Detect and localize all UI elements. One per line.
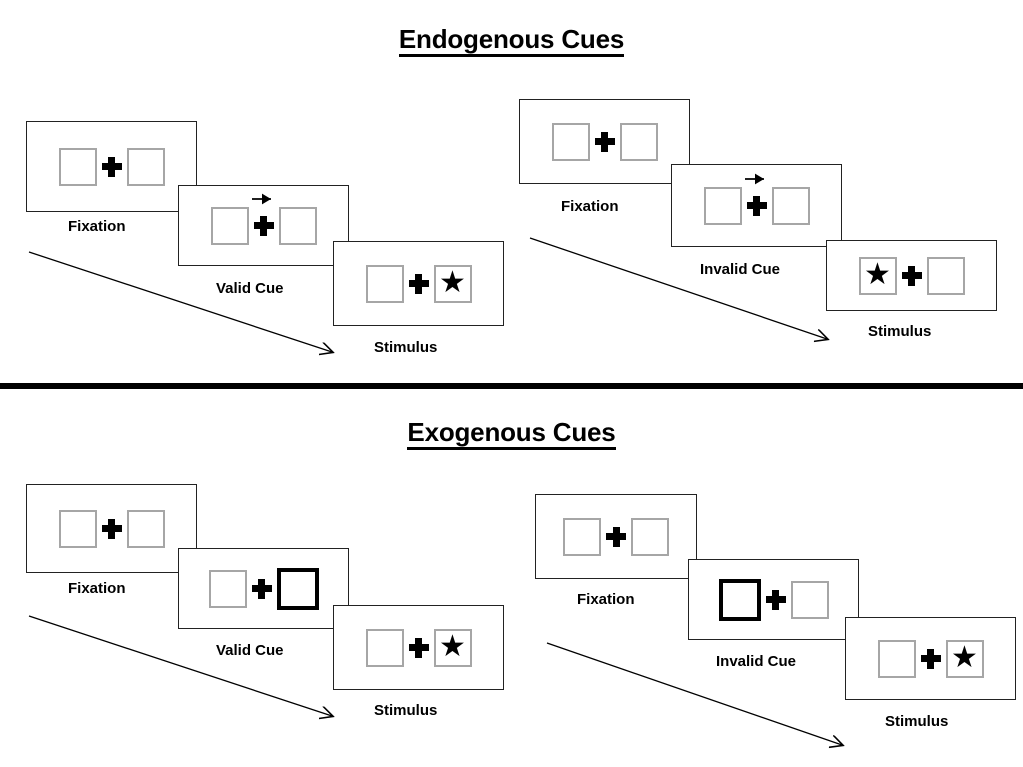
- panel-exogenous-valid-stimulus[interactable]: ★: [333, 605, 504, 690]
- fixation-cross-icon: [897, 257, 927, 295]
- panel-inner: [551, 122, 658, 161]
- panel-endogenous-valid-fixation[interactable]: [26, 121, 197, 212]
- cross-bar-vertical: [415, 273, 422, 294]
- flow-arrow-exogenous-invalid: [544, 637, 864, 762]
- left-box: [58, 147, 97, 186]
- right-box: [790, 580, 829, 619]
- cross-bar-vertical: [908, 265, 915, 286]
- panel-exogenous-invalid-stimulus[interactable]: ★: [845, 617, 1016, 700]
- caption-endogenous-invalid-fixation: Fixation: [561, 198, 619, 215]
- panel-inner: [210, 193, 317, 245]
- panel-endogenous-valid-cue[interactable]: [178, 185, 349, 266]
- right-box: [126, 509, 165, 548]
- fixation-cross-icon: [601, 518, 631, 556]
- right-box: [926, 256, 965, 295]
- cross-bar-vertical: [612, 526, 620, 547]
- cross-bar-vertical: [601, 131, 608, 152]
- cross-bar-vertical: [108, 518, 115, 539]
- caption-endogenous-valid-cue: Valid Cue: [216, 280, 284, 297]
- caption-endogenous-invalid-stimulus: Stimulus: [868, 323, 932, 340]
- panel-exogenous-invalid-fixation[interactable]: [535, 494, 697, 579]
- right-box: [631, 517, 669, 556]
- panel-exogenous-valid-fixation[interactable]: [26, 484, 197, 573]
- left-box: [551, 122, 590, 161]
- cross-bar-vertical: [260, 215, 267, 236]
- fixation-cross-icon: [590, 123, 620, 161]
- panel-endogenous-invalid-stimulus[interactable]: ★: [826, 240, 997, 311]
- left-box: [703, 186, 742, 225]
- right-box: [278, 206, 317, 245]
- caption-exogenous-valid-fixation: Fixation: [68, 580, 126, 597]
- fixation-cross-icon: [404, 629, 434, 667]
- cross-bar-vertical: [415, 637, 422, 658]
- left-box: [365, 628, 404, 667]
- fixation-cross-icon: [404, 265, 434, 303]
- star-icon: ★: [439, 629, 466, 663]
- left-box: [208, 569, 247, 608]
- left-box: [210, 206, 249, 245]
- right-box: ★: [433, 264, 472, 303]
- caption-exogenous-invalid-stimulus: Stimulus: [885, 713, 949, 730]
- fixation-cross-icon: [916, 640, 946, 678]
- panel-inner: ★: [365, 264, 472, 303]
- panel-inner: ★: [877, 639, 984, 678]
- caption-exogenous-valid-cue: Valid Cue: [216, 642, 284, 659]
- right-box: ★: [945, 639, 984, 678]
- panel-endogenous-valid-stimulus[interactable]: ★: [333, 241, 504, 326]
- panel-inner: [58, 147, 165, 186]
- flow-arrow-endogenous-invalid-svg: [529, 237, 842, 352]
- right-box: [771, 186, 810, 225]
- cross-bar-vertical: [772, 589, 779, 610]
- left-box: [58, 509, 97, 548]
- panel-exogenous-invalid-cue[interactable]: [688, 559, 859, 640]
- left-box: [877, 639, 916, 678]
- fixation-cross-icon: [742, 173, 772, 225]
- section-title-exogenous-text: Exogenous Cues: [407, 418, 616, 451]
- caption-endogenous-invalid-cue: Invalid Cue: [700, 261, 781, 278]
- fixation-cross-icon: [247, 570, 277, 608]
- cross-bar-vertical: [258, 578, 265, 599]
- section-title-endogenous-text: Endogenous Cues: [398, 25, 624, 58]
- cross-bar-vertical: [108, 156, 115, 177]
- section-title-exogenous: Exogenous Cues: [0, 417, 1023, 451]
- caption-exogenous-invalid-fixation: Fixation: [577, 591, 635, 608]
- panel-inner: [563, 517, 669, 556]
- section-title-endogenous: Endogenous Cues: [0, 24, 1023, 58]
- right-box: [126, 147, 165, 186]
- flow-arrow-endogenous-invalid: [527, 232, 842, 352]
- caption-endogenous-valid-stimulus: Stimulus: [374, 339, 438, 356]
- panel-inner: ★: [365, 628, 472, 667]
- cross-bar-vertical: [753, 195, 760, 216]
- left-box-highlighted: [718, 578, 761, 621]
- right-box-highlighted: [276, 567, 319, 610]
- star-icon: ★: [951, 640, 978, 674]
- fixation-cross-icon: [97, 510, 127, 548]
- fixation-cross-icon: [97, 148, 127, 186]
- panel-inner: ★: [858, 256, 965, 295]
- star-icon: ★: [439, 265, 466, 299]
- caption-endogenous-valid-fixation: Fixation: [68, 218, 126, 235]
- panel-endogenous-invalid-cue[interactable]: [671, 164, 842, 247]
- right-box: ★: [433, 628, 472, 667]
- section-divider: [0, 383, 1023, 389]
- panel-inner: [208, 567, 319, 610]
- fixation-cross-icon: [249, 193, 279, 245]
- panel-inner: [58, 509, 165, 548]
- right-box: [619, 122, 658, 161]
- fixation-cross-icon: [761, 581, 791, 619]
- right-arrow-icon: [744, 173, 764, 184]
- panel-endogenous-invalid-fixation[interactable]: [519, 99, 690, 184]
- left-box: [365, 264, 404, 303]
- panel-inner: [703, 173, 810, 225]
- left-box: [563, 517, 601, 556]
- panel-exogenous-valid-cue[interactable]: [178, 548, 349, 629]
- caption-exogenous-invalid-cue: Invalid Cue: [716, 653, 797, 670]
- caption-exogenous-valid-stimulus: Stimulus: [374, 702, 438, 719]
- flow-arrow-exogenous-invalid-svg: [546, 642, 864, 762]
- right-arrow-icon: [251, 193, 271, 204]
- panel-inner: [718, 578, 829, 621]
- cross-bar-vertical: [927, 648, 934, 669]
- star-icon: ★: [864, 257, 891, 291]
- left-box: ★: [858, 256, 897, 295]
